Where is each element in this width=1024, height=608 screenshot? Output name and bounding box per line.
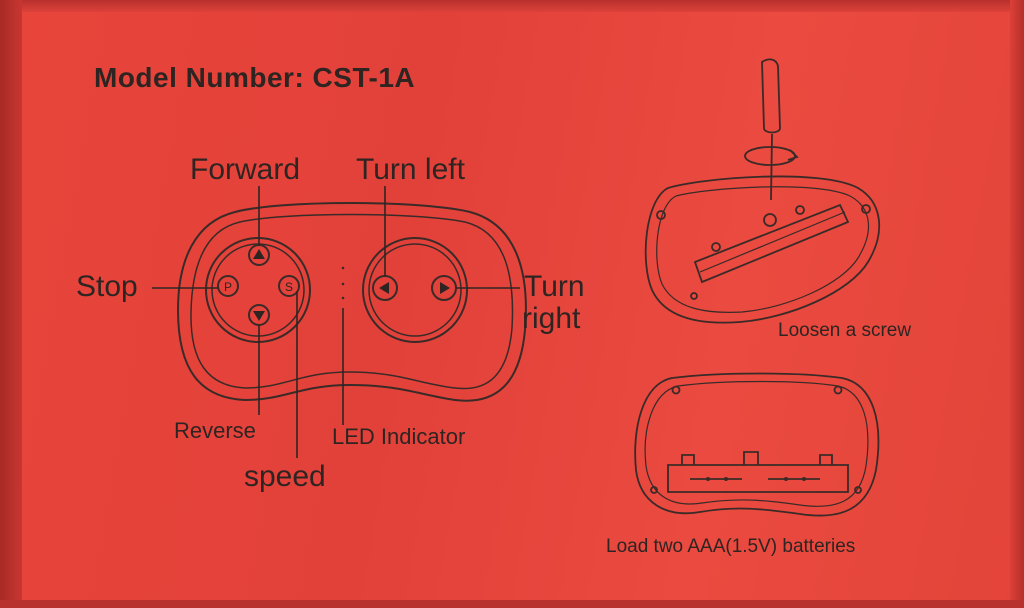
battery-cover (693, 203, 850, 284)
screw-hole (711, 242, 721, 252)
right-pad-ring (362, 237, 468, 343)
screwdriver-handle (761, 58, 781, 134)
left-pad-ring-inner (211, 243, 305, 337)
turn-label: Turn (524, 270, 585, 303)
right-label: right (522, 302, 581, 335)
right-arrow-icon (440, 282, 450, 294)
battery-terminal (802, 477, 806, 481)
screw-hole (671, 385, 681, 395)
reverse-label: Reverse (174, 418, 256, 443)
rotation-arrow-head (787, 149, 799, 161)
loosen-screw-label: Loosen a screw (778, 320, 912, 341)
left-pad-ring (205, 237, 311, 343)
forward-arrow-icon (253, 249, 265, 259)
screw-hole (650, 486, 658, 494)
right-pad-ring-inner (368, 243, 462, 337)
box-left-edge (0, 0, 22, 608)
controller-inner-outline (190, 213, 514, 390)
remote-open-inner (644, 380, 869, 507)
turn-left-label: Turn left (356, 153, 465, 186)
led-dot (341, 266, 345, 270)
battery-cover-line (699, 211, 846, 273)
led-indicator-label: LED Indicator (332, 424, 466, 449)
battery-compartment (667, 464, 849, 493)
speed-button (278, 275, 300, 297)
remote-open-outline (634, 372, 880, 517)
battery-compartment-top (681, 451, 833, 465)
screw-hole (763, 213, 777, 227)
remote-back-inner (656, 186, 870, 313)
forward-label: Forward (190, 153, 301, 186)
battery-terminal (724, 477, 728, 481)
reverse-arrow-icon (253, 311, 265, 321)
stop-button-glyph: P (224, 280, 232, 294)
screw-hole (861, 204, 871, 214)
led-dot (341, 282, 345, 286)
model-number-title: Model Number: CST-1A (94, 62, 416, 93)
remote-back-outline (644, 175, 881, 324)
screwdriver-shaft (770, 133, 773, 201)
screw-hole (690, 292, 698, 300)
box-right-edge (1010, 0, 1024, 608)
controller-outline (176, 202, 527, 402)
left-arrow-icon (379, 282, 389, 294)
stop-label: Stop (76, 270, 138, 303)
screw-hole (833, 385, 843, 395)
battery-terminal (706, 477, 710, 481)
speed-label: speed (244, 460, 326, 493)
load-batteries-label: Load two AAA(1.5V) batteries (606, 536, 856, 557)
screw-hole (854, 486, 862, 494)
battery-terminal (784, 477, 788, 481)
speed-button-glyph: S (285, 280, 293, 294)
stop-button (217, 275, 239, 297)
box-top-edge (0, 0, 1024, 12)
screw-hole (795, 205, 805, 215)
led-dot (341, 296, 345, 300)
box-bottom-edge (0, 600, 1024, 608)
screw-hole (656, 210, 666, 220)
